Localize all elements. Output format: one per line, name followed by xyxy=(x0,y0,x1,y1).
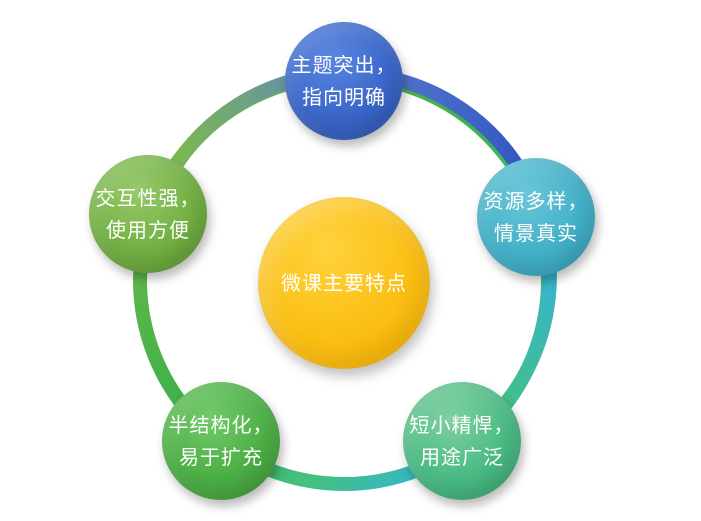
center-node-main-features: 微课主要特点 xyxy=(258,197,430,369)
feature-node-short-concise: 短小精悍， 用途广泛 xyxy=(403,382,521,500)
node-label-line1: 半结构化， xyxy=(168,413,274,437)
node-label-line2: 用途广泛 xyxy=(420,445,504,469)
node-label-line1: 交互性强， xyxy=(95,186,201,210)
node-label-line2: 易于扩充 xyxy=(179,445,263,469)
node-label-line1: 短小精悍， xyxy=(409,413,515,437)
feature-node-focused-topic: 主题突出， 指向明确 xyxy=(285,22,403,140)
feature-node-diverse-resources: 资源多样， 情景真实 xyxy=(477,158,595,276)
feature-node-interactive: 交互性强， 使用方便 xyxy=(89,155,207,273)
node-label-line2: 情景真实 xyxy=(494,221,578,245)
node-label-line1: 资源多样， xyxy=(483,189,589,213)
node-label-line1: 主题突出， xyxy=(291,53,397,77)
node-label-line2: 指向明确 xyxy=(302,85,386,109)
feature-node-semi-structured: 半结构化， 易于扩充 xyxy=(162,382,280,500)
center-label: 微课主要特点 xyxy=(281,271,407,295)
node-label-line2: 使用方便 xyxy=(106,218,190,242)
